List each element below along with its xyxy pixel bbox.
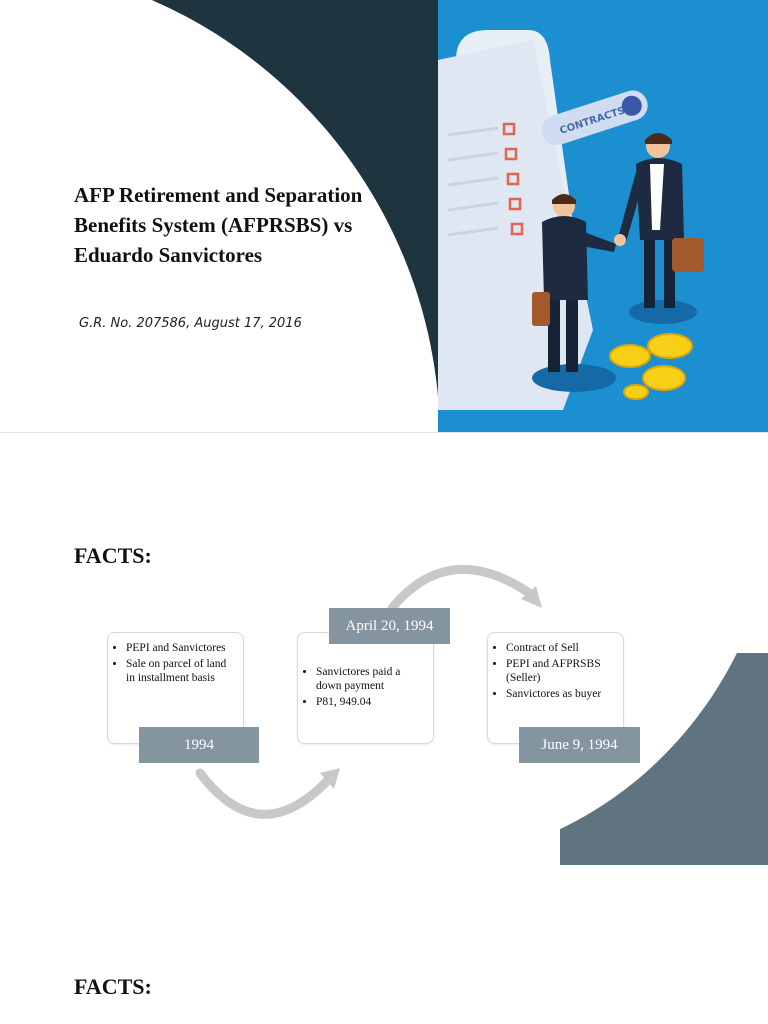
handshake-contract-illustration: CONTRACTS	[438, 0, 768, 432]
timeline-bullet: Contract of Sell	[506, 641, 617, 655]
timeline-bullet: Sanvictores paid a down payment	[316, 665, 427, 693]
timeline-date-tag-2: April 20, 1994	[329, 608, 450, 644]
facts-heading: FACTS:	[74, 974, 152, 999]
arrow-head-bottom	[320, 768, 340, 789]
timeline-date-tag-1: 1994	[139, 727, 259, 763]
case-citation: G.R. No. 207586, August 17, 2016	[79, 316, 302, 331]
timeline-bullet: PEPI and Sanvictores	[126, 641, 237, 655]
title-slide: CONTRACTS AFP Retirement and Separ	[0, 0, 768, 432]
curved-arrow-bottom	[195, 768, 335, 819]
facts-heading: FACTS:	[74, 543, 152, 568]
timeline-bullet: P81, 949.04	[316, 695, 427, 709]
curved-arrow-top	[387, 564, 537, 613]
timeline-bullet: Sanvictores as buyer	[506, 687, 617, 701]
slide-separator	[0, 432, 768, 433]
timeline-bullet: PEPI and AFPRSBS (Seller)	[506, 657, 617, 685]
timeline-date-tag-3: June 9, 1994	[519, 727, 640, 763]
arrow-head-top	[521, 586, 542, 608]
facts-timeline-slide: FACTS: PEPI and Sanvictores Sale on parc…	[0, 433, 768, 865]
presentation-title: AFP Retirement and Separation Benefits S…	[74, 183, 363, 267]
timeline-card-1: PEPI and Sanvictores Sale on parcel of l…	[107, 632, 244, 744]
timeline-arrows	[195, 564, 542, 819]
timeline-bullet: Sale on parcel of land in installment ba…	[126, 657, 237, 685]
facts-slide-2: FACTS:	[0, 866, 768, 1024]
timeline-card-2: Sanvictores paid a down payment P81, 949…	[297, 632, 434, 744]
